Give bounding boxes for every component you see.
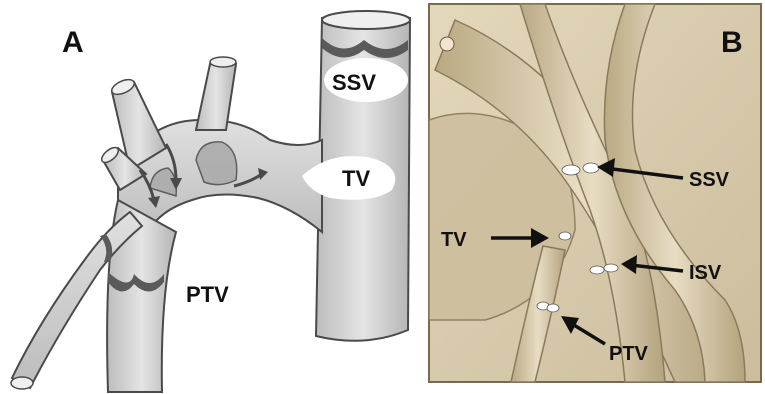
panel-a-schematic: A SSV TV PTV bbox=[0, 0, 425, 394]
panel-b-ssv-label: SSV bbox=[689, 169, 730, 191]
panel-a-letter: A bbox=[62, 26, 84, 59]
tributary-vein bbox=[11, 57, 322, 392]
panel-b-engraving: B SSV TV ISV PTV bbox=[425, 0, 765, 394]
engraving-corner-mark bbox=[440, 37, 454, 51]
panel-a-tv-label: TV bbox=[342, 166, 370, 191]
panel-b-isv-label: ISV bbox=[689, 262, 722, 284]
panel-a-ssv-label: SSV bbox=[332, 70, 376, 95]
panel-a-ptv-label: PTV bbox=[186, 282, 229, 307]
panel-b-ptv-label: PTV bbox=[609, 343, 649, 365]
panel-b-tv-label: TV bbox=[441, 229, 467, 251]
panel-b-letter: B bbox=[721, 26, 743, 59]
